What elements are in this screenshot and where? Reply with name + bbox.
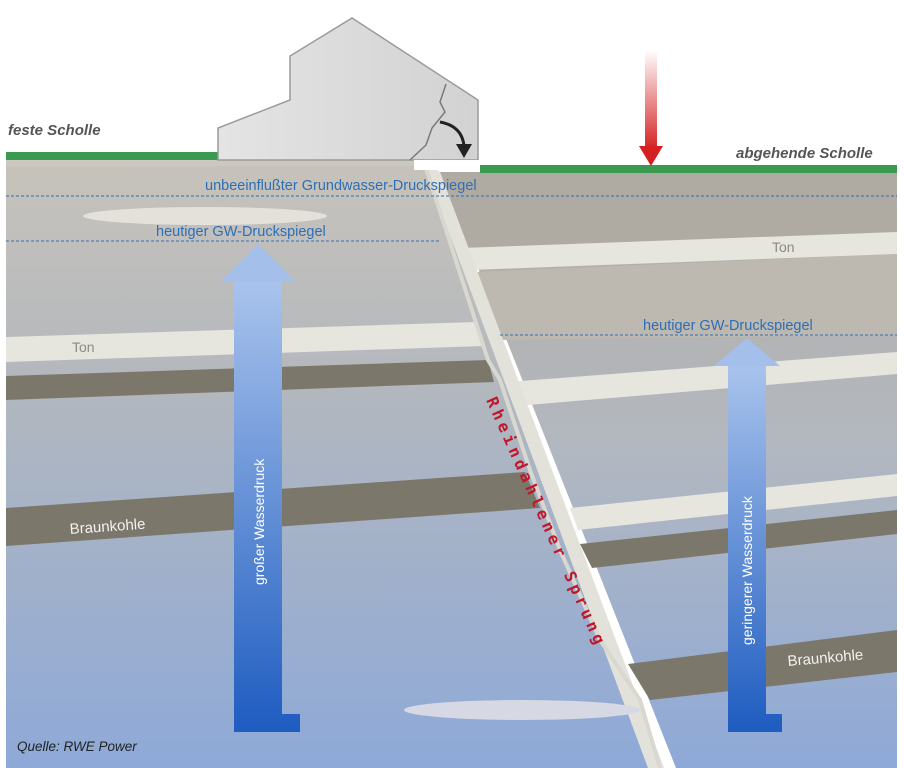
left-current-level-label: heutiger GW-Druckspiegel bbox=[156, 224, 326, 240]
left-block-label: feste Scholle bbox=[8, 122, 101, 139]
fault-zone bbox=[422, 160, 664, 768]
grass-left bbox=[6, 152, 218, 160]
subsidence-arrow-icon bbox=[639, 50, 663, 166]
left-arrow-label: großer Wasserdruck bbox=[251, 458, 267, 585]
grass-right bbox=[480, 165, 897, 173]
right-clay-mid bbox=[508, 352, 897, 406]
right-block-label: abgehende Scholle bbox=[736, 145, 873, 162]
undisturbed-level-label: unbeeinflußter Grundwasser-Druckspiegel bbox=[205, 178, 477, 194]
lower-lens bbox=[404, 700, 640, 720]
fixed-block-body bbox=[6, 160, 660, 768]
ground-strip-left bbox=[6, 160, 428, 166]
house bbox=[217, 17, 480, 170]
tilt-arrow-icon bbox=[439, 120, 466, 147]
house-crack bbox=[409, 83, 447, 161]
right-mid-sediment bbox=[476, 254, 897, 340]
left-pressure-arrow bbox=[220, 244, 300, 732]
fault-line bbox=[422, 161, 662, 768]
tilt-arrow-head bbox=[456, 144, 472, 158]
right-lignite-label: Braunkohle bbox=[787, 646, 864, 670]
upper-lens bbox=[83, 207, 327, 225]
source-label: Quelle: RWE Power bbox=[17, 739, 137, 754]
left-clay-label: Ton bbox=[72, 339, 95, 355]
right-arrow-label: geringerer Wasserdruck bbox=[739, 495, 755, 645]
house-body bbox=[217, 17, 479, 161]
right-current-level-label: heutiger GW-Druckspiegel bbox=[643, 318, 813, 334]
right-pressure-arrow bbox=[714, 338, 782, 732]
right-clay-label: Ton bbox=[772, 239, 795, 255]
right-clay-upper bbox=[462, 232, 897, 270]
left-lignite-label: Braunkohle bbox=[69, 516, 146, 538]
right-upper-sediment bbox=[440, 172, 897, 254]
house-gap bbox=[414, 160, 480, 170]
